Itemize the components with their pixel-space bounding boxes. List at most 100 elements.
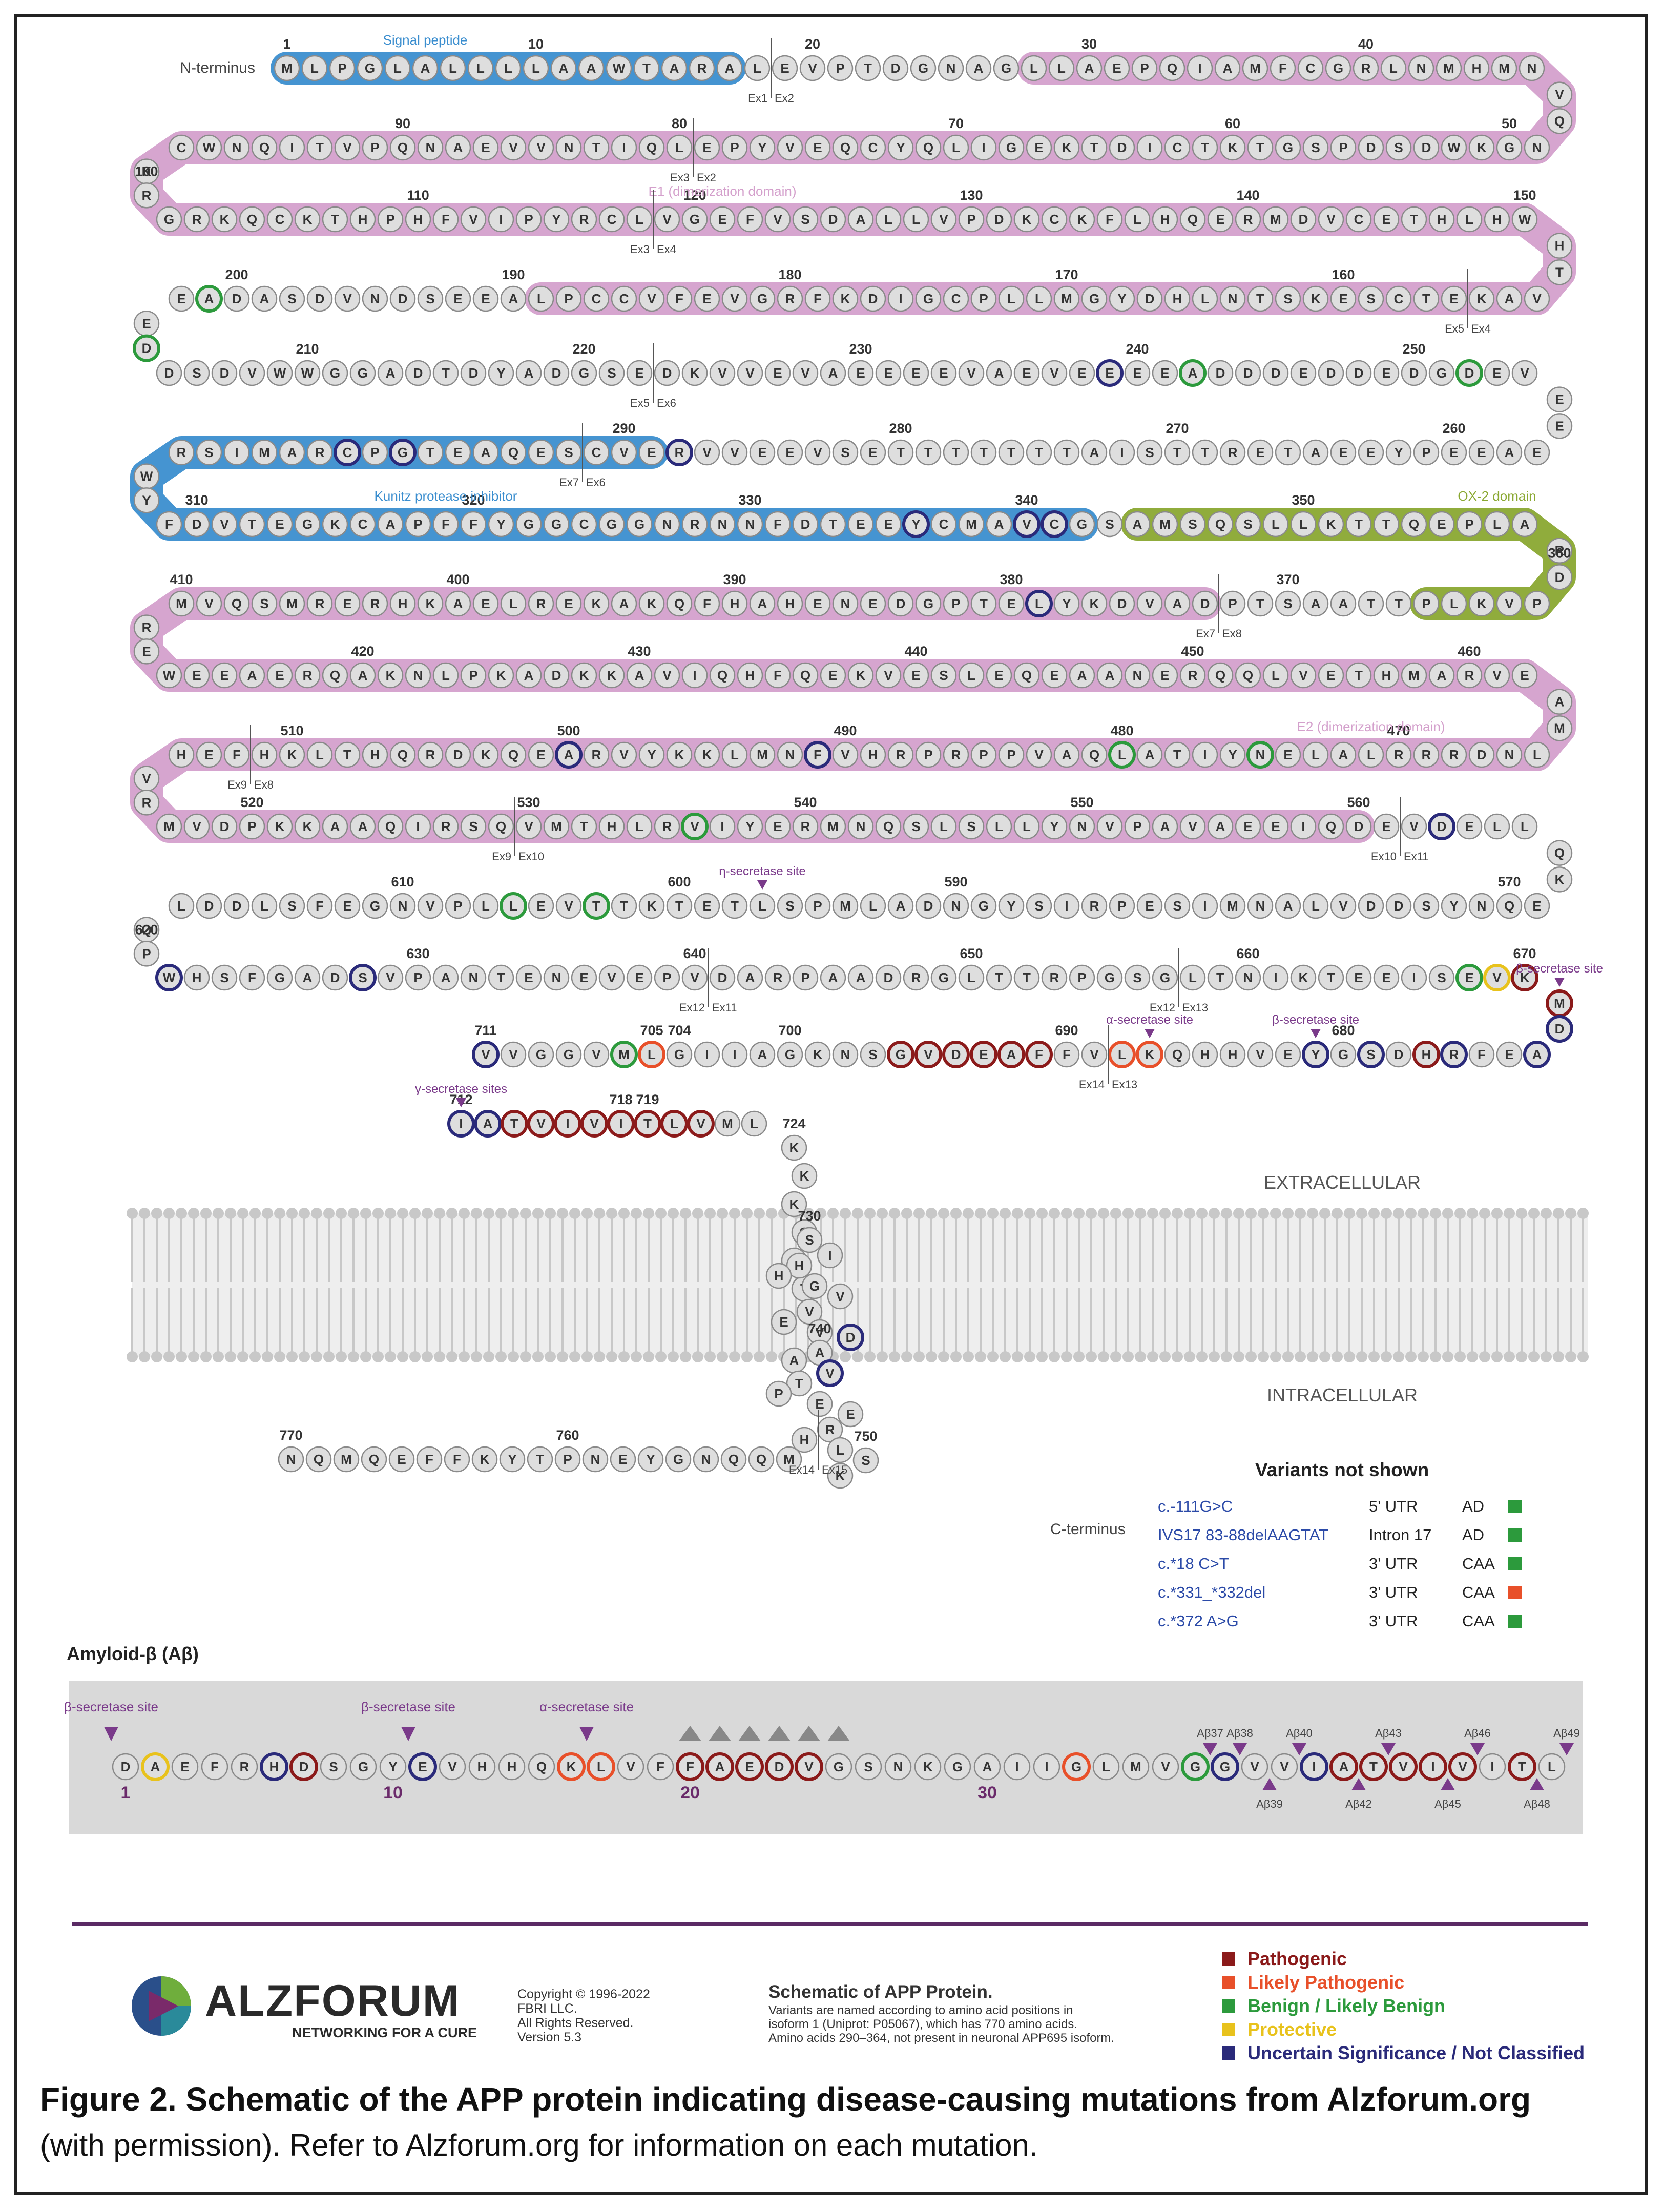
position-number: 560	[1347, 795, 1370, 810]
lipid-head	[618, 1208, 630, 1219]
residue-letter: V	[1034, 747, 1044, 762]
residue-circle	[1484, 511, 1510, 538]
exon-label: Ex4	[657, 243, 676, 256]
exon-label: Ex14	[1079, 1078, 1105, 1091]
residue-letter: L	[1493, 516, 1501, 532]
residue-letter: A	[441, 970, 451, 985]
residue-letter: A	[204, 291, 214, 306]
residue-letter: F	[746, 212, 754, 227]
residue-circle	[1401, 511, 1427, 538]
residue-letter: L	[316, 747, 324, 762]
residue-circle	[1302, 590, 1329, 617]
residue-circle	[1069, 206, 1095, 233]
residue-letter: S	[911, 819, 920, 834]
residue-circle	[333, 1446, 360, 1473]
variant-name[interactable]: c.*372 A>G	[1158, 1612, 1239, 1630]
lipid-head	[434, 1351, 445, 1362]
residue-letter: L	[731, 747, 739, 762]
residue-letter: K	[856, 668, 866, 683]
lipid-head	[213, 1208, 224, 1219]
lipid-head	[495, 1351, 507, 1362]
residue-circle	[183, 662, 210, 689]
cleavage-label: Aβ48	[1524, 1797, 1550, 1810]
residue-letter: V	[804, 1759, 814, 1774]
residue-letter: K	[800, 1168, 809, 1184]
residue-circle	[1136, 741, 1163, 768]
residue-letter: V	[426, 898, 435, 914]
residue-circle	[362, 590, 388, 617]
residue-letter: S	[204, 445, 213, 460]
residue-circle	[633, 55, 660, 81]
residue-letter: T	[829, 516, 837, 532]
residue-letter: K	[1555, 872, 1565, 887]
residue-circle	[1345, 662, 1372, 689]
residue-letter: E	[1449, 291, 1458, 306]
residue-letter: L	[1118, 1047, 1126, 1062]
residue-letter: A	[758, 1047, 767, 1062]
lipid-head	[557, 1208, 568, 1219]
residue-circle	[439, 1753, 466, 1781]
residue-letter: H	[260, 747, 269, 762]
footer-divider	[72, 1922, 1588, 1926]
variant-name[interactable]: c.-111G>C	[1158, 1497, 1233, 1515]
domain-label: OX-2 domain	[1458, 488, 1536, 504]
residue-circle	[958, 813, 985, 840]
residue-circle	[887, 1041, 914, 1068]
residue-letter: E	[142, 316, 151, 331]
residue-letter: I	[1065, 898, 1068, 914]
residue-letter: E	[702, 291, 711, 306]
exon-label: Ex13	[1182, 1001, 1208, 1014]
residue-circle	[1511, 360, 1538, 386]
residue-letter: I	[1120, 445, 1124, 460]
legend-item: Pathogenic	[1222, 1947, 1585, 1971]
residue-letter: A	[1090, 445, 1099, 460]
residue-circle	[1358, 590, 1384, 617]
residue-letter: G	[275, 970, 285, 985]
variant-name[interactable]: c.*18 C>T	[1158, 1555, 1229, 1573]
residue-letter: G	[370, 898, 380, 914]
lipid-head	[926, 1208, 937, 1219]
position-number: 700	[778, 1023, 801, 1038]
variant-name[interactable]: IVS17 83-88delAAGTAT	[1158, 1526, 1329, 1544]
residue-circle	[1428, 964, 1455, 991]
residue-circle	[133, 182, 160, 209]
residue-circle	[1508, 1752, 1536, 1781]
residue-letter: K	[1299, 970, 1308, 985]
residue-circle	[638, 590, 665, 617]
position-number: 510	[280, 723, 303, 738]
residue-circle	[349, 206, 376, 233]
residue-circle	[1108, 1041, 1136, 1068]
lipid-head	[163, 1208, 175, 1219]
residue-circle	[1033, 1753, 1060, 1781]
variant-name[interactable]: c.*331_*332del	[1158, 1583, 1266, 1601]
residue-circle	[626, 813, 653, 840]
residue-circle	[1136, 285, 1163, 312]
residue-circle	[183, 206, 210, 233]
lipid-head	[1368, 1208, 1380, 1219]
residue-letter: N	[745, 516, 755, 532]
residue-letter: H	[1173, 291, 1182, 306]
residue-letter: Q	[1215, 668, 1225, 683]
residue-circle	[472, 439, 499, 466]
residue-letter: S	[1145, 445, 1154, 460]
residue-letter: C	[579, 516, 589, 532]
residue-circle	[1448, 1752, 1477, 1781]
residue-letter: G	[536, 1047, 546, 1062]
residue-circle	[1357, 1041, 1385, 1068]
residue-letter: N	[841, 596, 850, 611]
residue-circle	[638, 134, 665, 161]
residue-letter: V	[509, 140, 518, 155]
residue-circle	[515, 360, 542, 386]
residue-letter: K	[303, 819, 313, 834]
residue-letter: E	[635, 365, 643, 381]
residue-letter: E	[1465, 819, 1473, 834]
lipid-head	[1270, 1208, 1281, 1219]
position-number: 690	[1055, 1023, 1078, 1038]
residue-circle	[239, 964, 265, 991]
residue-letter: N	[232, 140, 242, 155]
residue-letter: E	[618, 1452, 627, 1467]
variant-class-swatch	[1508, 1557, 1522, 1570]
lipid-head	[1319, 1208, 1330, 1219]
residue-circle	[749, 1041, 776, 1068]
residue-circle	[500, 439, 527, 466]
